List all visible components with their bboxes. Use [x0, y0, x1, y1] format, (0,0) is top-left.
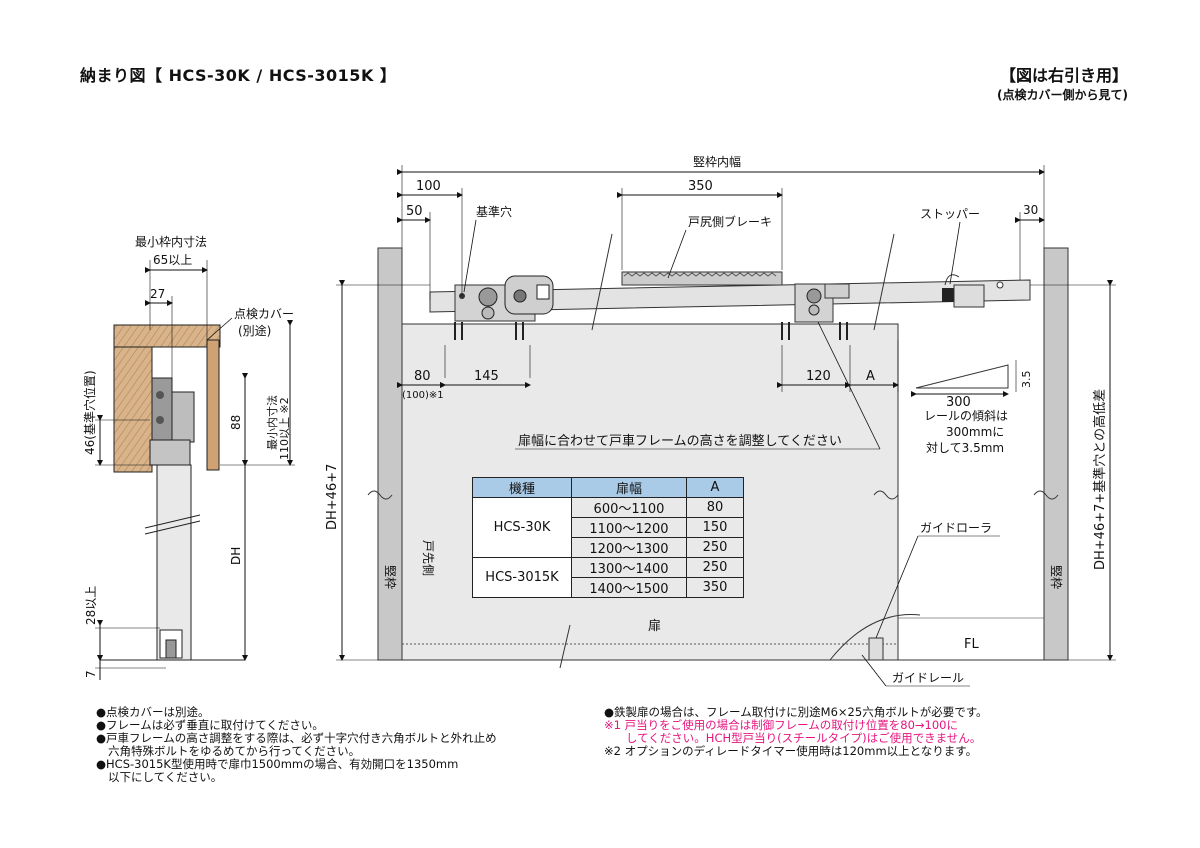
note-line: 以下にしてください。 [108, 770, 223, 784]
note-line: 六角特殊ボルトをゆるめてから行ってください。 [108, 744, 361, 758]
table-row: HCS-30K 600～1100 80 [472, 497, 744, 558]
guide-roller [868, 637, 884, 661]
page-title: 納まり図【 HCS-30K / HCS-3015K 】 [80, 66, 397, 85]
spec-header-width: 扉幅 [571, 477, 687, 498]
note-line: ●HCS-3015K型使用時で扉巾1500mmの場合、有効開口を1350mm [96, 757, 459, 771]
slope-triangle [915, 364, 1009, 389]
slope-note-1: レールの傾斜は [924, 409, 1008, 423]
note-line: ●点検カバーは別途。 [96, 705, 210, 719]
rail-profile [151, 377, 173, 441]
dim-50-label: 50 [406, 204, 423, 219]
min-110b-label: 110以上 ※2 [278, 397, 291, 460]
dh-side-label: DH [229, 547, 243, 565]
spec-header-a: A [686, 477, 744, 498]
note-line-pink: してください。HCH型戸当り(スチールタイプ)はご使用できません。 [626, 731, 982, 745]
slope-35-label: 3.5 [1020, 371, 1033, 389]
brake-label: 戸尻側ブレーキ [688, 214, 772, 229]
spec-width: 1400～1500 [571, 577, 687, 598]
direction-label: 【図は右引き用】 [999, 66, 1128, 85]
spec-width: 1200～1300 [571, 537, 687, 558]
cover-label: 点検カバー [234, 307, 294, 321]
stopper-label: ストッパー [920, 207, 980, 221]
dim-88-label: 88 [229, 415, 243, 430]
inspection-cover [206, 339, 220, 471]
spec-a: 250 [686, 537, 744, 558]
ref-hole-label: 基準穴 [476, 204, 512, 219]
dim-28-label: 28以上 [84, 586, 98, 625]
note-line: ●フレームは必ず垂直に取付けてください。 [96, 718, 324, 732]
cover-sub-label: (別途) [238, 323, 271, 338]
notes-right: ●鉄製扉の場合は、フレーム取付けに別途M6×25六角ボルトが必要です。 ※1 戸… [604, 706, 988, 758]
table-row: HCS-3015K 1300～1400 250 [472, 557, 744, 598]
brake [621, 271, 783, 286]
slope-300-label: 300 [946, 395, 971, 410]
dim-100-label: 100 [416, 179, 441, 194]
dim-46-label: 46(基準穴位置) [82, 370, 97, 455]
dim-145-label: 145 [474, 369, 499, 384]
dim-120-label: 120 [806, 369, 831, 384]
adjust-note: 扉幅に合わせて戸車フレームの高さを調整してください [518, 433, 842, 449]
slope-note-3: 対して3.5mm [926, 441, 1004, 455]
spec-width: 1100～1200 [571, 517, 687, 538]
spec-model: HCS-30K [472, 497, 572, 558]
guide-roller-label: ガイドローラ [920, 521, 992, 535]
dh-right-label: DH+46+7+基準穴との高低差 [1092, 389, 1108, 570]
min-110-label: 最小内寸法 [265, 395, 279, 450]
table-row: 1400～1500 350 [473, 577, 744, 598]
dim-7-label: 7 [84, 670, 98, 678]
dim-100-note-label: (100)※1 [402, 390, 444, 401]
dim-30-label: 30 [1023, 203, 1038, 217]
spec-model: HCS-3015K [472, 557, 572, 598]
min-frame-label: 最小枠内寸法 [135, 235, 207, 249]
spec-a: 250 [686, 557, 744, 578]
door-label: 扉 [648, 618, 661, 634]
spec-table: 機種 扉幅 A HCS-30K 600～1100 80 1100～1200 15… [472, 477, 744, 598]
guide-rail-label: ガイドレール [892, 671, 964, 685]
door-side [156, 464, 192, 661]
note-line-pink: ※1 戸当りをご使用の場合は制御フレームの取付け位置を80→100に [604, 718, 958, 732]
spec-a: 350 [686, 577, 744, 598]
note-line: ※2 オプションのディレードタイマー使用時は120mm以上となります。 [604, 744, 978, 758]
right-frame [1043, 247, 1069, 661]
frame-width-label: 竪枠内幅 [693, 154, 741, 169]
spec-header-model: 機種 [472, 477, 572, 498]
spec-width: 1300～1400 [571, 557, 687, 578]
note-line: ●戸車フレームの高さ調整をする際は、必ず十字穴付き六角ボルトと外れ止め [96, 731, 497, 745]
spec-a: 150 [686, 517, 744, 538]
table-row: 1100～1200 150 [473, 517, 744, 538]
dim-27-label: 27 [150, 287, 165, 301]
notes-left: ●点検カバーは別途。 ●フレームは必ず垂直に取付けてください。 ●戸車フレームの… [96, 706, 497, 784]
spec-width: 600～1100 [571, 497, 687, 518]
dim-80-label: 80 [414, 369, 431, 384]
left-frame [377, 247, 403, 661]
min-65-label: 65以上 [153, 253, 192, 267]
wood-lintel-vertical [113, 324, 153, 473]
right-frame-label: 竪枠 [1049, 565, 1063, 589]
note-line: ●鉄製扉の場合は、フレーム取付けに別途M6×25六角ボルトが必要です。 [604, 705, 988, 719]
slope-note-2: 300mmに [946, 425, 1004, 439]
fl-label: FL [964, 637, 979, 652]
view-note: (点検カバー側から見て) [997, 88, 1128, 102]
wood-lintel-top [113, 324, 221, 348]
door-tip-label: 戸先側 [421, 540, 435, 576]
dim-350-label: 350 [688, 179, 713, 194]
spec-a: 80 [686, 497, 744, 518]
dh-left-label: DH+46+7 [325, 464, 340, 530]
stopper [942, 288, 954, 302]
side-view [95, 260, 295, 680]
left-frame-label: 竪枠 [383, 565, 397, 589]
dim-a-label: A [866, 369, 875, 384]
